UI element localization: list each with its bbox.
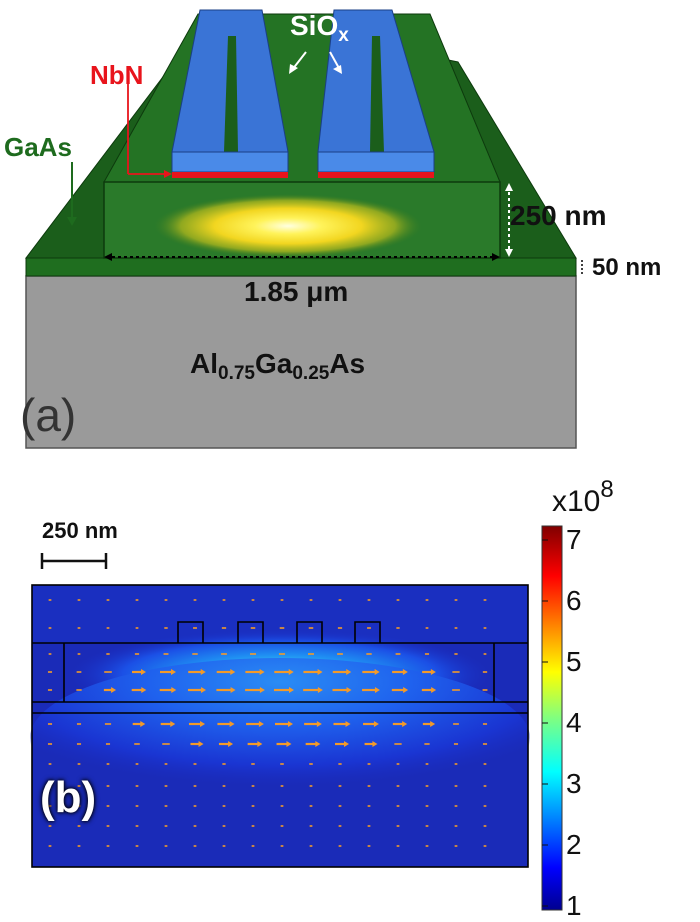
- panel-a-drawing: [24, 9, 583, 449]
- sio-meander-right: [317, 9, 435, 178]
- panel-b-field-map: 250 nm x108 7 6 5 4 3 2 1 (b): [0, 460, 700, 921]
- gaas-slab-front: [25, 257, 577, 277]
- colorbar-tick-2: 2: [566, 829, 582, 860]
- colorbar: [541, 525, 563, 911]
- colorbar-tick-5: 5: [566, 646, 582, 677]
- colorbar-tick-6: 6: [566, 585, 582, 616]
- panel-a-tag: (a): [20, 389, 77, 441]
- colorbar-tick-4: 4: [566, 707, 582, 738]
- sio-label: SiOx: [290, 10, 349, 46]
- panel-b-drawing: [30, 525, 563, 911]
- sio-meander-left: [171, 9, 289, 178]
- width-label: 1.85 μm: [244, 276, 349, 307]
- substrate-block: [25, 275, 577, 449]
- field-hotspot-substrate: [30, 658, 530, 818]
- structure-outlines: [31, 584, 529, 868]
- panel-a-3d-waveguide: SiOx NbN GaAs 250 nm 50 nm 1.85 μm Al0.7…: [0, 0, 700, 460]
- colorbar-multiplier: x108: [552, 476, 614, 518]
- colorbar-tick-1: 1: [566, 890, 582, 921]
- panel-b-tag: (b): [40, 773, 97, 822]
- nbn-label: NbN: [90, 60, 144, 90]
- thickness-250-label: 250 nm: [510, 200, 607, 231]
- optical-mode: [154, 194, 422, 258]
- substrate-label: Al0.75Ga0.25As: [190, 348, 366, 384]
- colorbar-tick-3: 3: [566, 768, 582, 799]
- thickness-50-label: 50 nm: [592, 254, 662, 281]
- gaas-label: GaAs: [4, 132, 72, 162]
- scale-bar-label: 250 nm: [42, 518, 118, 543]
- colorbar-tick-7: 7: [566, 524, 582, 555]
- field-arrows: [47, 599, 488, 847]
